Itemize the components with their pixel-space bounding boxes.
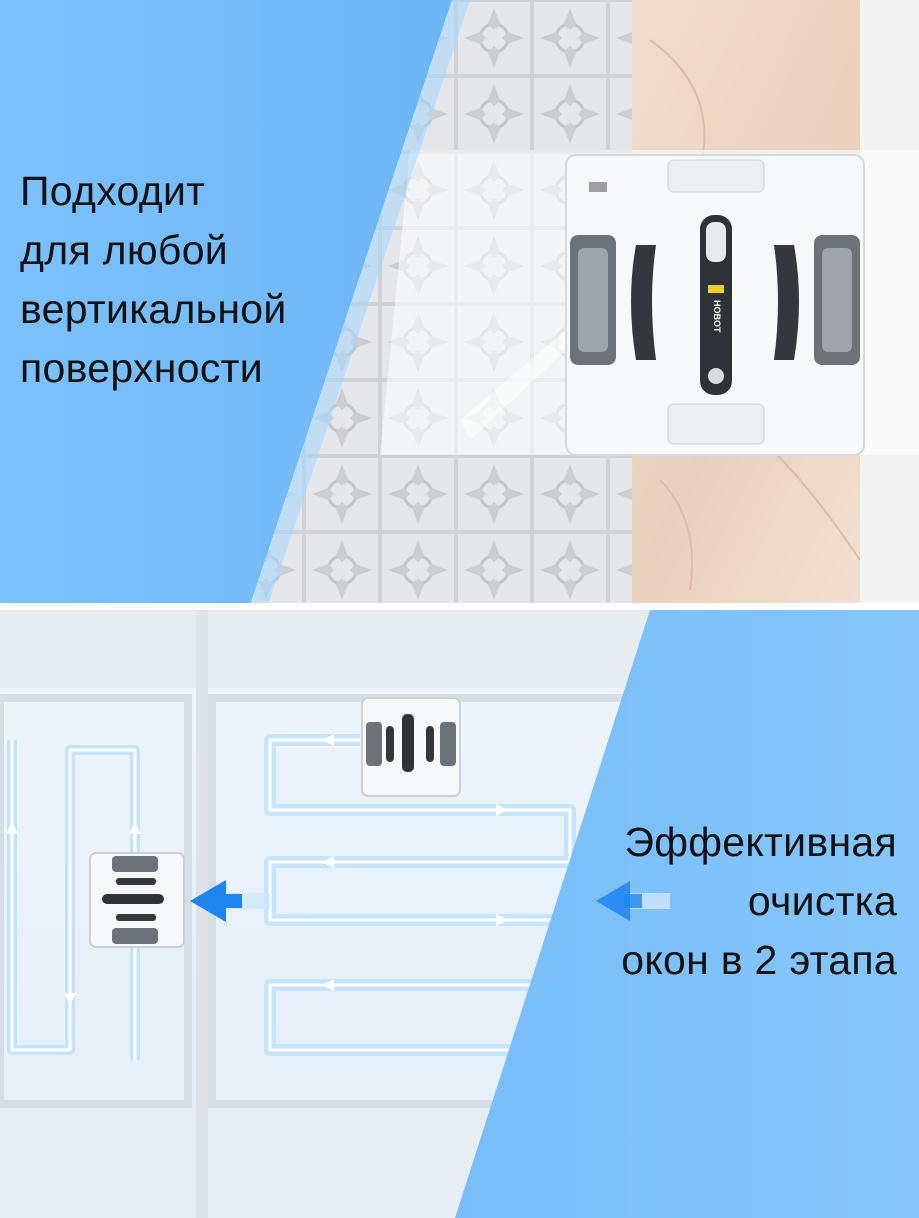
top-panel-illustration: HOBOT bbox=[0, 0, 919, 605]
arrow-left-icon bbox=[596, 881, 670, 921]
bottom-caption: Эффективная очистка окон в 2 этапа bbox=[621, 813, 897, 990]
robot-window-cleaner-icon bbox=[89, 852, 185, 948]
top-panel: HOBOT Подходит для любой вертикальной по… bbox=[0, 0, 919, 605]
top-caption-line: для любой bbox=[20, 227, 229, 273]
arrow-left-icon bbox=[190, 880, 270, 922]
bottom-caption-line: окон в 2 этапа bbox=[621, 937, 897, 983]
path-arrow-icon bbox=[6, 734, 508, 1005]
top-caption-line: вертикальной bbox=[20, 286, 287, 332]
bottom-caption-line: очистка bbox=[747, 878, 897, 924]
panel-divider bbox=[0, 603, 919, 612]
top-caption-line: Подходит bbox=[20, 168, 206, 214]
robot-window-cleaner-icon bbox=[361, 697, 461, 797]
bottom-panel bbox=[0, 610, 919, 1218]
top-caption-line: поверхности bbox=[20, 345, 263, 391]
device-brand-label: HOBOT bbox=[712, 300, 722, 333]
bottom-panel-illustration bbox=[0, 610, 919, 1218]
top-caption: Подходит для любой вертикальной поверхно… bbox=[20, 162, 287, 398]
robot-window-cleaner-icon: HOBOT bbox=[565, 154, 865, 456]
bottom-caption-line: Эффективная bbox=[624, 819, 897, 865]
